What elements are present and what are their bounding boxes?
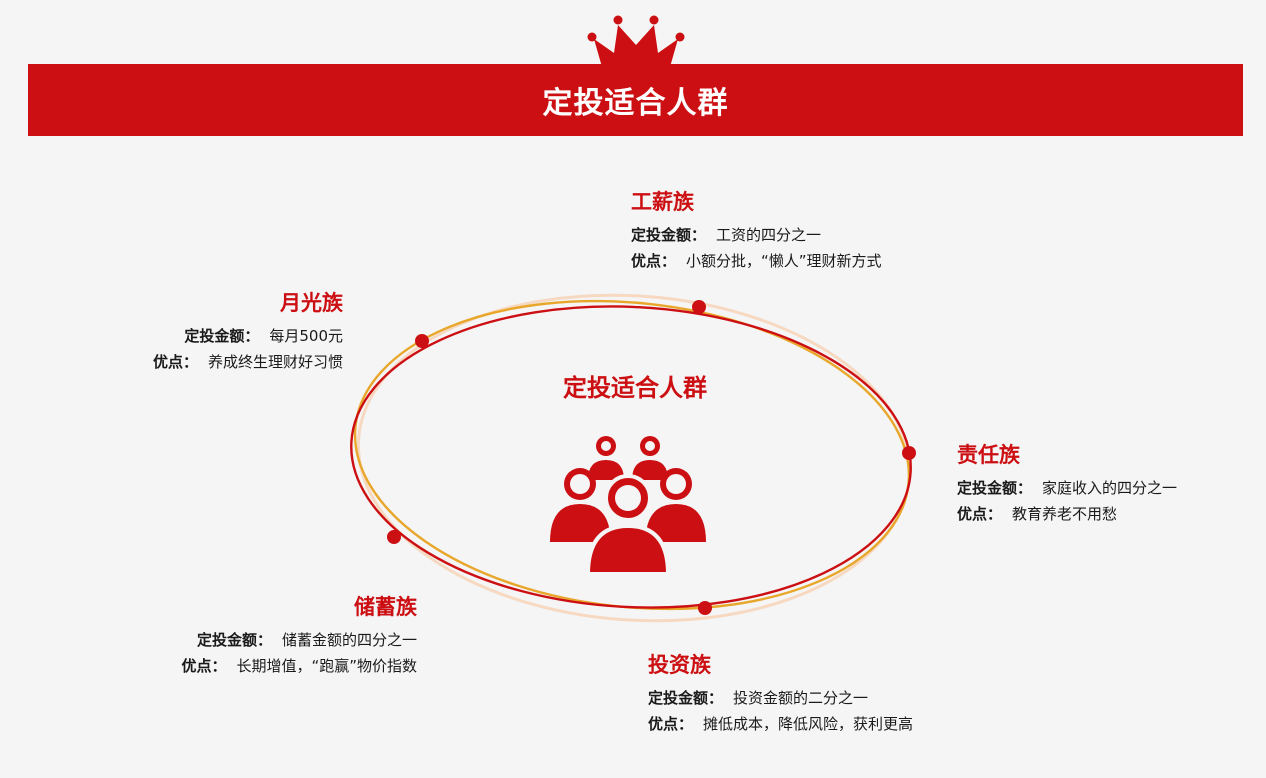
ring-dot	[902, 446, 916, 460]
merit-value: 养成终生理财好习惯	[207, 353, 343, 371]
group-investor: 投资族 定投金额： 投资金额的二分之一 优点： 摊低成本，降低风险，获利更高	[648, 649, 988, 737]
group-amount-line: 定投金额： 储蓄金额的四分之一	[77, 627, 417, 653]
group-merit-line: 优点： 教育养老不用愁	[957, 501, 1266, 527]
merit-value: 摊低成本，降低风险，获利更高	[703, 715, 914, 733]
group-merit-line: 优点： 摊低成本，降低风险，获利更高	[648, 711, 988, 737]
group-saver: 储蓄族 定投金额： 储蓄金额的四分之一 优点： 长期增值，“跑赢”物价指数	[77, 591, 417, 679]
group-amount-line: 定投金额： 投资金额的二分之一	[648, 685, 988, 711]
title-banner: 定投适合人群	[28, 64, 1243, 136]
amount-value: 家庭收入的四分之一	[1042, 479, 1178, 497]
merit-label: 优点：	[181, 657, 227, 675]
group-name: 责任族	[957, 443, 1020, 467]
merit-value: 教育养老不用愁	[1012, 505, 1118, 523]
red-ring	[350, 305, 912, 609]
group-moonlight: 月光族 定投金额： 每月500元 优点： 养成终生理财好习惯	[3, 287, 343, 375]
amount-label: 定投金额：	[648, 689, 724, 707]
merit-label: 优点：	[631, 252, 677, 270]
group-name: 月光族	[280, 291, 343, 315]
group-name: 工薪族	[631, 190, 694, 214]
amount-label: 定投金额：	[196, 631, 272, 649]
ring-dot	[698, 601, 712, 615]
merit-label: 优点：	[957, 505, 1003, 523]
people-group-icon	[550, 436, 706, 576]
group-amount-line: 定投金额： 工资的四分之一	[631, 222, 971, 248]
group-amount-line: 定投金额： 家庭收入的四分之一	[957, 475, 1266, 501]
ring-dot	[387, 530, 401, 544]
group-amount-line: 定投金额： 每月500元	[3, 323, 343, 349]
group-name: 储蓄族	[354, 595, 417, 619]
group-salaried: 工薪族 定投金额： 工资的四分之一 优点： 小额分批，“懒人”理财新方式	[631, 186, 971, 274]
crown-icon	[587, 15, 685, 67]
amount-value: 储蓄金额的四分之一	[281, 631, 417, 649]
group-name: 投资族	[648, 653, 711, 677]
merit-value: 长期增值，“跑赢”物价指数	[236, 657, 417, 675]
merit-label: 优点：	[152, 353, 198, 371]
group-merit-line: 优点： 养成终生理财好习惯	[3, 349, 343, 375]
merit-value: 小额分批，“懒人”理财新方式	[686, 252, 882, 270]
group-merit-line: 优点： 长期增值，“跑赢”物价指数	[77, 653, 417, 679]
amount-label: 定投金额：	[957, 479, 1033, 497]
amount-value: 每月500元	[269, 327, 343, 345]
amount-value: 投资金额的二分之一	[733, 689, 869, 707]
page-title: 定投适合人群	[542, 86, 729, 121]
merit-label: 优点：	[648, 715, 694, 733]
group-responsible: 责任族 定投金额： 家庭收入的四分之一 优点： 教育养老不用愁	[957, 439, 1266, 527]
amount-label: 定投金额：	[184, 327, 260, 345]
center-title: 定投适合人群	[563, 374, 707, 402]
ring-dot	[415, 334, 429, 348]
amount-label: 定投金额：	[631, 226, 707, 244]
group-merit-line: 优点： 小额分批，“懒人”理财新方式	[631, 248, 971, 274]
ring-dot	[692, 300, 706, 314]
amount-value: 工资的四分之一	[716, 226, 822, 244]
